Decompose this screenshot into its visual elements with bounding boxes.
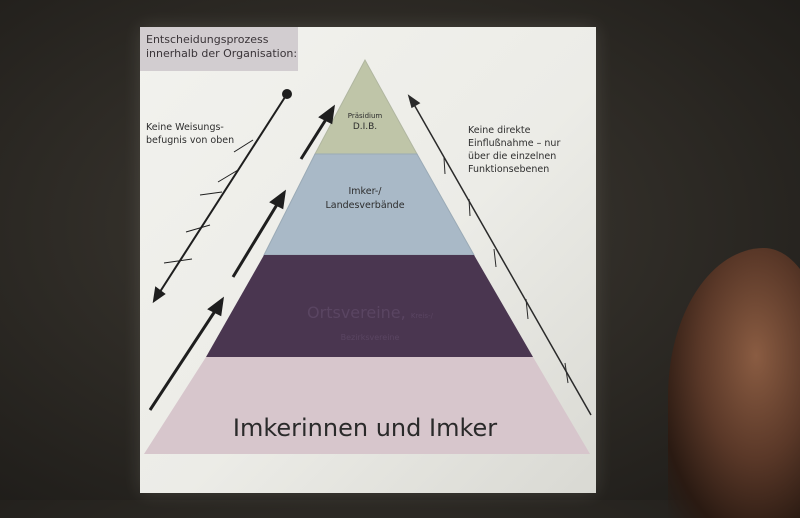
photo-scene: Entscheidungsprozess innerhalb der Organ… [140, 27, 800, 518]
level-base-label: Imkerinnen und Imker [232, 414, 498, 442]
pyramid-graphic [144, 58, 592, 454]
upward-arrow-middle [231, 189, 286, 278]
right-long-arrow [407, 94, 592, 416]
level-3-sub: Bezirksvereine [340, 333, 400, 342]
level-2-line-2: Landesverbände [325, 200, 405, 211]
projected-slide: Entscheidungsprozess innerhalb der Organ… [140, 27, 596, 493]
level-2-label: Imker-/ Landesverbände [300, 185, 430, 213]
upward-arrow-bottom [148, 296, 224, 411]
level-top-line-2: D.I.B. [352, 122, 378, 132]
left-note-line-1: Keine Weisungs- [146, 122, 224, 133]
slide-title-line-2: innerhalb der Organisation: [146, 47, 298, 60]
audience-head-silhouette [668, 248, 800, 518]
left-note-line-2: befugnis von oben [146, 135, 235, 146]
level-3-main: Ortsvereine, [307, 303, 406, 322]
pyramid-level-base [144, 357, 590, 454]
level-top-line-1: Präsidium [347, 112, 383, 120]
pyramid-level-3 [206, 255, 533, 357]
level-3-suffix: Kreis-/ [410, 312, 433, 320]
slide-title: Entscheidungsprozess innerhalb der Organ… [140, 27, 298, 71]
left-note: Keine Weisungs- befugnis von oben [146, 121, 234, 147]
right-note-line-4: Funktionsebenen [468, 164, 550, 175]
pyramid-level-top [314, 58, 418, 155]
level-top-label: Präsidium D.I.B. [310, 111, 420, 133]
slide-title-line-1: Entscheidungsprozess [146, 33, 269, 46]
level-2-line-1: Imker-/ [348, 186, 382, 197]
right-note-line-3: über die einzelnen [468, 151, 557, 162]
right-note: Keine direkte Einflußnahme – nur über di… [468, 124, 560, 176]
right-note-line-2: Einflußnahme – nur [468, 138, 561, 149]
level-3-label: Ortsvereine, Kreis-/ [260, 302, 480, 327]
left-two-way-arrow [152, 89, 292, 304]
upward-arrow-top [299, 104, 335, 160]
right-note-line-1: Keine direkte [468, 125, 531, 136]
